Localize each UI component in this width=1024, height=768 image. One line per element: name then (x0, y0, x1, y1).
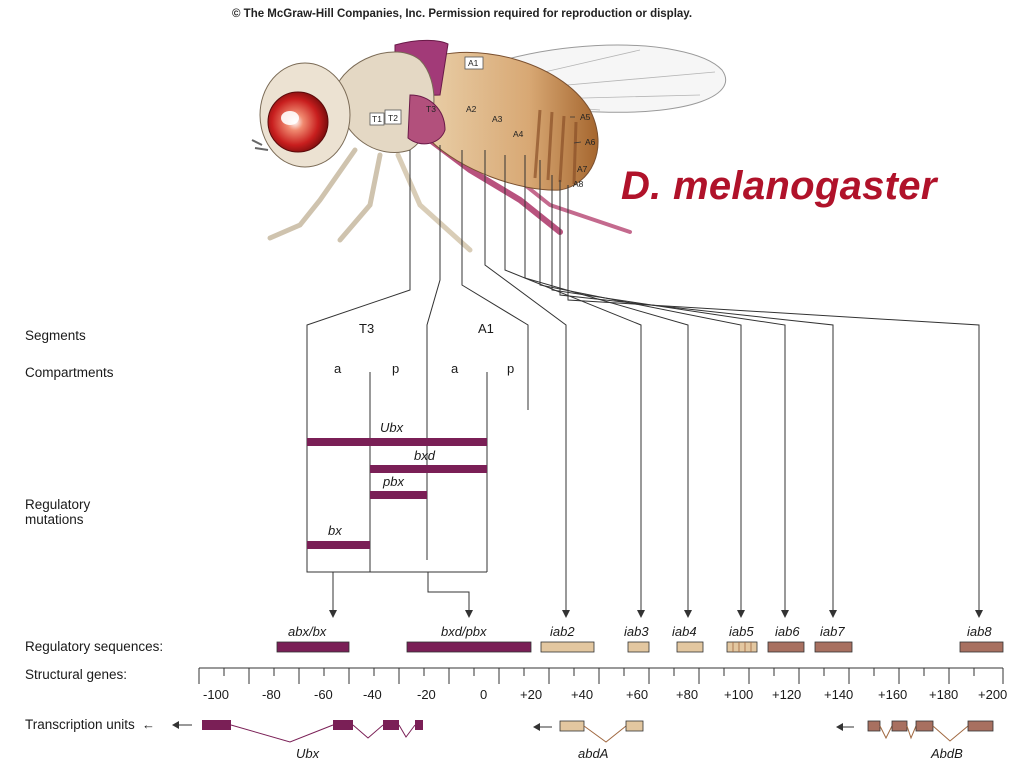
scale-tick-label: -80 (262, 687, 281, 702)
segment-a1: A1 (478, 321, 494, 336)
mutation-label-bxd: bxd (414, 448, 435, 463)
compartment-a: a (334, 361, 342, 376)
mutation-bars (307, 438, 487, 549)
fly-label-t3: T3 (426, 104, 436, 114)
abda-exon (559, 720, 585, 732)
scale-tick-label: -60 (314, 687, 333, 702)
regulatory-boxes (276, 641, 1004, 653)
compartment-p: p (392, 361, 400, 376)
segments-label: Segments (25, 328, 86, 343)
regseq-label: iab6 (775, 624, 800, 639)
pbx-bar (370, 491, 427, 499)
scale-tick-label: +100 (724, 687, 754, 702)
regseq-label: iab5 (729, 624, 754, 639)
eye-icon (267, 91, 329, 153)
bxd-pbx-box (406, 641, 532, 653)
regseq-label: iab8 (967, 624, 992, 639)
regseq-label: iab3 (624, 624, 649, 639)
regseq-label: abx/bx (288, 624, 327, 639)
fly-label-a1: A1 (468, 58, 479, 68)
scale-tick-label: -40 (363, 687, 382, 702)
scale-tick-label: -20 (417, 687, 436, 702)
scale-tick-label: -100 (203, 687, 230, 702)
abdb-exon (967, 720, 994, 732)
fly-leg (337, 152, 383, 243)
arrowheads (329, 610, 983, 618)
fly-illustration: A1 T1 T2 T3 A2 A3 A4 A5 A6 A7 A8 (251, 39, 727, 253)
iab6-box (767, 641, 805, 653)
mutation-label-bx: bx (328, 523, 342, 538)
ubx-bar (307, 438, 487, 446)
iab3-box (627, 641, 650, 653)
fly-label-a2: A2 (466, 104, 477, 114)
scale-tick-label: +180 (929, 687, 959, 702)
mutation-label-pbx: pbx (383, 474, 404, 489)
species-title: D. melanogaster (621, 164, 937, 208)
scale-tick-label: +20 (520, 687, 543, 702)
scale-axis (198, 667, 1004, 684)
fly-label-a3: A3 (492, 114, 503, 124)
mutation-label-ubx: Ubx (380, 420, 404, 435)
scale-tick-label: 0 (480, 687, 488, 702)
transcription-units-label: Transcription units (25, 717, 135, 732)
ubx-exon (202, 720, 231, 730)
antenna (251, 139, 269, 151)
regseq-label: bxd/pbx (441, 624, 487, 639)
gene-label-abda: abdA (578, 746, 609, 761)
gene-label-abdb: AbdB (931, 746, 963, 761)
abdomen (424, 51, 599, 191)
compartment-a: a (451, 361, 459, 376)
scale-tick-label: +60 (626, 687, 649, 702)
fly-label-a8: A8 (573, 179, 584, 189)
abda-exon (625, 720, 644, 732)
iab2-box (540, 641, 595, 653)
bxd-bar (370, 465, 487, 473)
connector-lines (306, 145, 980, 612)
segment-t3: T3 (359, 321, 375, 336)
iab8-box (959, 641, 1004, 653)
regulatory-sequences-label: Regulatory sequences: (25, 639, 164, 654)
fly-label-a6: A6 (585, 137, 596, 147)
transcription-units (172, 720, 994, 743)
scale-tick-label: +160 (878, 687, 908, 702)
ubx-exon (383, 720, 399, 730)
fly-leg (267, 147, 358, 241)
compartments-label: Compartments (25, 365, 114, 380)
iab4-box (676, 641, 704, 653)
structural-genes-label: Structural genes: (25, 667, 128, 682)
iab5-box (726, 641, 758, 653)
copyright-notice: © The McGraw-Hill Companies, Inc. Permis… (232, 8, 693, 20)
fly-label-t2: T2 (388, 113, 398, 123)
bx-bar (307, 541, 370, 549)
regseq-label: iab4 (672, 624, 697, 639)
transcription-arrow-icon: ← (142, 717, 155, 732)
fly-leg (395, 152, 473, 253)
scale-tick-label: +120 (772, 687, 802, 702)
abdb-exon (891, 720, 908, 732)
thorax-t3 (407, 94, 446, 145)
regseq-label: iab7 (820, 624, 845, 639)
scale-tick-label: +40 (571, 687, 594, 702)
ubx-exon (333, 720, 353, 730)
compartment-p: p (507, 361, 515, 376)
fly-label-t1: T1 (372, 114, 382, 124)
regulatory-mutations-label: Regulatory mutations (25, 497, 91, 527)
scale-tick-label: +200 (978, 687, 1008, 702)
abdomen-stripes (533, 109, 578, 185)
abdb-exon (867, 720, 881, 732)
eye-highlight (281, 111, 299, 125)
regseq-label: iab2 (550, 624, 575, 639)
abdb-exon (915, 720, 934, 732)
scale-tick-label: +80 (676, 687, 699, 702)
gene-label-ubx: Ubx (296, 746, 320, 761)
fly-label-a7: A7 (577, 164, 588, 174)
fly-label-a5: A5 (580, 112, 591, 122)
fly-label-a4: A4 (513, 129, 524, 139)
iab7-box (814, 641, 853, 653)
scale-tick-label: +140 (824, 687, 854, 702)
abx-bx-box (276, 641, 350, 653)
ubx-exon (415, 720, 423, 730)
